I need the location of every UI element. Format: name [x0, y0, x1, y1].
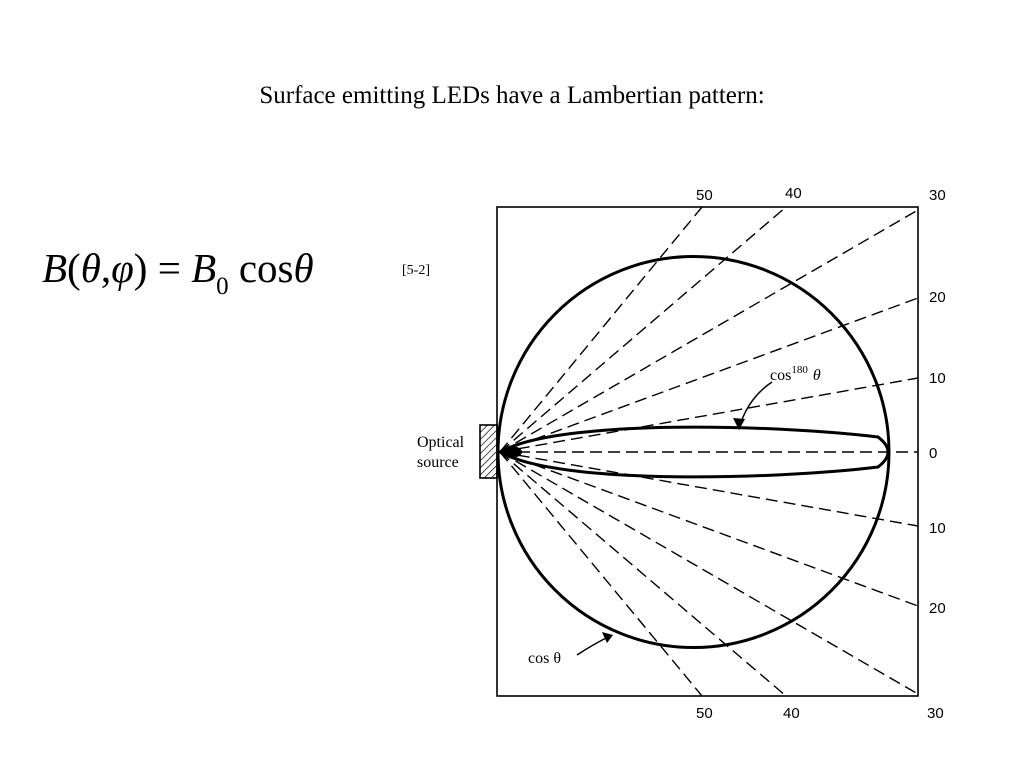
- angle-label-center-0: 0: [929, 445, 937, 462]
- ray-upper-40: [499, 206, 787, 453]
- slide-title: Surface emitting LEDs have a Lambertian …: [259, 82, 765, 109]
- angle-label-upper-40: 40: [785, 185, 802, 202]
- angle-label-upper-50: 50: [696, 187, 713, 204]
- eq-symbol-b0: B: [191, 245, 217, 291]
- angle-label-lower-40: 40: [783, 705, 800, 722]
- ray-upper-10: [499, 377, 919, 453]
- eq-theta: θ: [80, 245, 101, 291]
- emitter-point: [500, 446, 522, 458]
- optical-source-label-line2: source: [417, 454, 459, 471]
- angle-label-lower-10: 10: [929, 520, 946, 537]
- eq-open-paren: (: [67, 245, 81, 291]
- ray-lower-40: [499, 451, 787, 697]
- ray-upper-20: [499, 297, 919, 453]
- cos180-label: cos180 θ: [770, 364, 821, 384]
- ray-lower-10: [499, 451, 919, 527]
- cos-theta-label: cos θ: [528, 650, 561, 667]
- eq-cos: cos: [228, 245, 294, 291]
- ray-lower-50: [499, 451, 703, 697]
- eq-symbol-b: B: [42, 245, 68, 291]
- equation-reference: [5-2]: [402, 263, 430, 278]
- lambertian-equation: B(θ,φ) = B0 cosθ: [42, 238, 314, 305]
- cos180-label-sup: 180: [791, 364, 808, 376]
- angle-label-upper-30: 30: [929, 187, 946, 204]
- angle-label-upper-10: 10: [929, 370, 946, 387]
- cos180-label-cos: cos: [770, 367, 791, 384]
- eq-equals: =: [147, 245, 192, 291]
- angle-label-lower-30: 30: [927, 705, 944, 722]
- eq-close-paren: ): [133, 245, 148, 291]
- angle-rays: [499, 206, 919, 697]
- optical-source-block: [479, 424, 498, 479]
- ray-lower-20: [499, 451, 919, 607]
- angle-label-lower-20: 20: [929, 600, 946, 617]
- ray-upper-50: [499, 206, 703, 453]
- cos180-lobe: [496, 425, 890, 479]
- cos180-label-theta: θ: [813, 367, 821, 384]
- eq-subscript-0: 0: [216, 273, 229, 300]
- arrowhead-cos-theta: [602, 632, 613, 643]
- angle-label-upper-20: 20: [929, 289, 946, 306]
- ray-lower-30: [499, 451, 919, 695]
- optical-source-label-line1: Optical: [417, 434, 465, 451]
- arrowhead-cos180: [733, 418, 745, 430]
- ray-upper-30: [499, 209, 919, 453]
- eq-theta-2: θ: [293, 245, 314, 291]
- eq-comma: ,: [100, 245, 112, 291]
- angle-label-lower-50: 50: [696, 705, 713, 722]
- arrow-cos-theta: [576, 635, 611, 656]
- eq-phi: φ: [111, 245, 134, 291]
